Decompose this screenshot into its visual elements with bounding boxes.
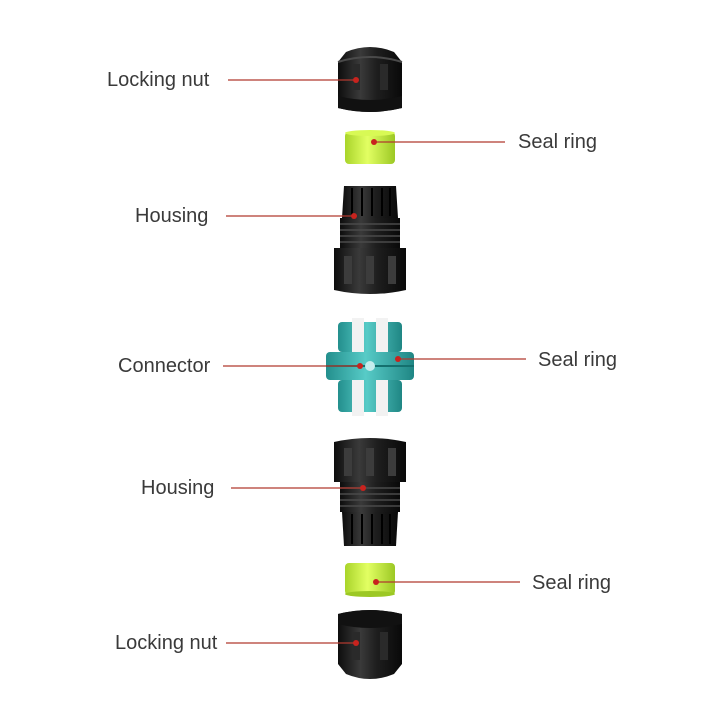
leader-dot-locking-nut-bottom — [353, 640, 359, 646]
label-locking-nut-bottom: Locking nut — [115, 633, 217, 653]
leader-dot-locking-nut-top — [353, 77, 359, 83]
locking-nut-bottom-part — [338, 610, 402, 679]
leader-dot-seal-ring-bottom — [373, 579, 379, 585]
label-housing-bottom: Housing — [141, 478, 214, 498]
housing-bottom-part — [334, 438, 406, 546]
label-locking-nut-top: Locking nut — [107, 70, 209, 90]
leader-dot-seal-ring-top — [371, 139, 377, 145]
seal-ring-top-part — [345, 130, 395, 164]
leader-dot-connector — [357, 363, 363, 369]
label-seal-ring-top: Seal ring — [518, 132, 597, 152]
label-seal-ring-mid: Seal ring — [538, 350, 617, 370]
leader-dot-housing-bottom — [360, 485, 366, 491]
leader-dot-housing-top — [351, 213, 357, 219]
label-seal-ring-bottom: Seal ring — [532, 573, 611, 593]
label-housing-top: Housing — [135, 206, 208, 226]
housing-top-part — [334, 186, 406, 294]
connector-part — [326, 318, 414, 416]
leader-dot-seal-ring-mid — [395, 356, 401, 362]
seal-ring-bottom-part — [345, 563, 395, 597]
label-connector: Connector — [118, 356, 210, 376]
